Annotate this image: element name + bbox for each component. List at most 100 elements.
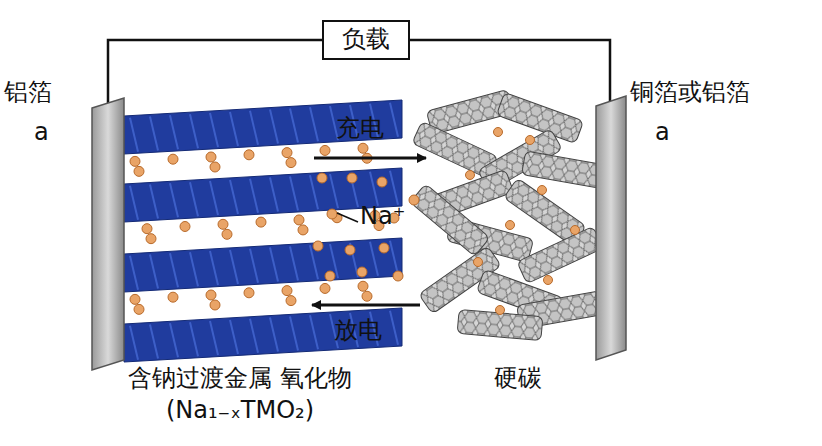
oxide-facet xyxy=(230,112,238,146)
oxide-facet xyxy=(190,322,198,356)
oxide-facet xyxy=(330,174,338,208)
aluminium-foil xyxy=(92,98,124,370)
terminal-label: a xyxy=(655,116,670,148)
oxide-facet xyxy=(310,175,318,209)
sodium-ion xyxy=(345,245,355,255)
leader-line xyxy=(337,213,358,222)
foil-label: 铝箔 xyxy=(4,76,52,108)
load-box: 负载 xyxy=(322,20,410,60)
oxide-facet xyxy=(310,107,318,141)
oxide-facet xyxy=(390,103,398,137)
sodium-ion xyxy=(130,156,140,166)
oxide-facet xyxy=(270,248,278,282)
discharge-label: 放电 xyxy=(334,314,382,346)
sodium-ion xyxy=(282,286,292,296)
sodium-ion xyxy=(327,209,337,219)
node-text: 负载 xyxy=(342,24,390,55)
sodium-ion xyxy=(320,283,330,293)
oxide-facet xyxy=(290,108,298,142)
sodium-ion xyxy=(286,158,296,168)
oxide-facet xyxy=(170,253,178,287)
sodium-ion xyxy=(298,225,308,235)
terminal-label: a xyxy=(34,116,49,148)
oxide-facet xyxy=(150,185,158,219)
sodium-ion xyxy=(466,171,475,180)
oxide-facet xyxy=(370,242,378,276)
oxide-facet xyxy=(230,180,238,214)
sodium-ion xyxy=(134,166,144,176)
sodium-ion xyxy=(294,215,304,225)
sodium-ion xyxy=(362,291,372,301)
oxide-facet xyxy=(150,255,158,289)
sodium-ion xyxy=(358,143,368,153)
sodium-ions xyxy=(130,128,580,315)
sodium-ion xyxy=(142,224,152,234)
graphene-plate xyxy=(410,184,490,256)
oxide-facet xyxy=(390,311,398,345)
oxide-facet xyxy=(170,115,178,149)
sodium-ion xyxy=(146,234,156,244)
oxide-facet xyxy=(150,325,158,359)
sodium-ion xyxy=(526,136,535,145)
sodium-ion xyxy=(210,162,220,172)
sodium-ion xyxy=(377,177,387,187)
oxide-facet xyxy=(290,246,298,280)
sodium-ion xyxy=(317,173,327,183)
sodium-ion xyxy=(379,243,389,253)
copper-foil xyxy=(596,96,626,360)
oxide-layer xyxy=(124,308,402,362)
sodium-ion xyxy=(256,217,266,227)
oxide-facet xyxy=(130,256,138,290)
sodium-ion xyxy=(130,294,140,304)
sodium-ion xyxy=(320,145,330,155)
sodium-ion xyxy=(218,219,228,229)
sodium-ion xyxy=(494,128,503,137)
sodium-ion xyxy=(357,267,367,277)
oxide-facet xyxy=(210,113,218,147)
sodium-ion xyxy=(325,271,335,281)
oxide-facet xyxy=(210,251,218,285)
sodium-ion xyxy=(571,226,580,235)
oxide-facet xyxy=(210,181,218,215)
oxide-facet xyxy=(250,179,258,213)
oxide-facet xyxy=(190,114,198,148)
oxide-facet xyxy=(190,182,198,216)
sodium-ion xyxy=(282,148,292,158)
sodium-ion xyxy=(538,186,547,195)
sodium-ion xyxy=(244,288,254,298)
oxide-facet xyxy=(270,318,278,352)
oxide-facet xyxy=(390,241,398,275)
sodium-ion xyxy=(393,271,403,281)
oxide-facet xyxy=(130,118,138,152)
sodium-ion xyxy=(506,221,515,230)
graphene-plate xyxy=(517,226,603,283)
oxide-facet xyxy=(150,117,158,151)
sodium-ion xyxy=(347,173,357,183)
oxide-facet xyxy=(270,110,278,144)
oxide-facet xyxy=(170,323,178,357)
oxide-facet xyxy=(310,315,318,349)
oxide-facet xyxy=(370,172,378,206)
foil-label: 铜箔或铝箔 xyxy=(630,76,750,108)
oxide-facet xyxy=(390,171,398,205)
sodium-ion xyxy=(409,195,419,205)
sodium-ion xyxy=(313,241,323,251)
sodium-ion xyxy=(222,229,232,239)
sodium-ion xyxy=(206,152,216,162)
oxide-layer xyxy=(124,100,402,154)
sodium-ion xyxy=(168,154,178,164)
sodium-ion xyxy=(244,150,254,160)
layered-oxide xyxy=(124,100,402,362)
sodium-ion xyxy=(286,296,296,306)
cathode-label: 含钠过渡金属 氧化物(Na₁₋ₓTMO₂) xyxy=(60,362,420,427)
sodium-ion xyxy=(168,292,178,302)
anode-label: 硬碳 xyxy=(494,362,542,394)
oxide-facet xyxy=(250,319,258,353)
oxide-facet xyxy=(130,326,138,360)
oxide-facet xyxy=(190,252,198,286)
sodium-ion xyxy=(358,281,368,291)
oxide-facet xyxy=(250,111,258,145)
oxide-facet xyxy=(130,186,138,220)
